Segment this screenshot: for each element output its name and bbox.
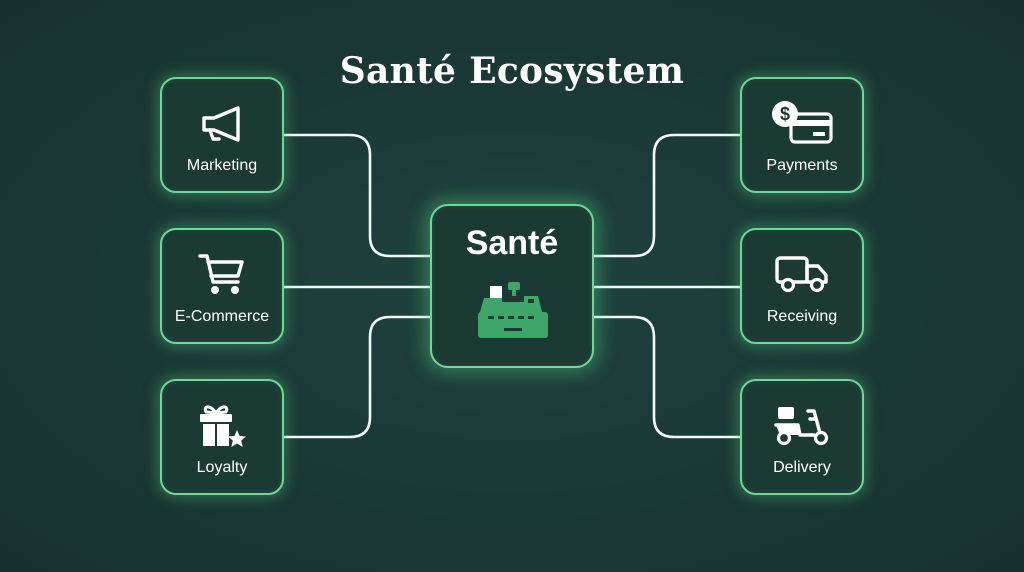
node-delivery: Delivery	[740, 379, 864, 495]
node-label: Delivery	[773, 459, 831, 476]
gift-star-icon	[162, 399, 282, 451]
connector-delivery	[592, 315, 742, 439]
hub-label: Santé	[465, 224, 559, 262]
diagram-title: Santé Ecosystem	[339, 50, 685, 92]
payment-card-icon: $	[742, 97, 862, 149]
hub-node: Santé	[430, 204, 594, 368]
node-receiving: Receiving	[740, 228, 864, 344]
node-label: Loyalty	[196, 459, 248, 476]
connector-payments	[592, 133, 742, 258]
shopping-cart-icon	[162, 248, 282, 300]
cash-register-icon	[474, 278, 552, 347]
node-label: Marketing	[186, 157, 258, 174]
node-label: Payments	[766, 157, 838, 174]
connector-loyalty	[282, 315, 432, 439]
truck-icon	[742, 248, 862, 300]
svg-text:$: $	[780, 104, 790, 124]
node-marketing: Marketing	[160, 77, 284, 193]
megaphone-icon	[162, 97, 282, 149]
scooter-icon	[742, 399, 862, 451]
connector-marketing	[282, 133, 432, 258]
node-payments: $ Payments	[740, 77, 864, 193]
node-label: Receiving	[766, 308, 838, 325]
node-loyalty: Loyalty	[160, 379, 284, 495]
node-ecommerce: E-Commerce	[160, 228, 284, 344]
node-label: E-Commerce	[174, 308, 270, 325]
